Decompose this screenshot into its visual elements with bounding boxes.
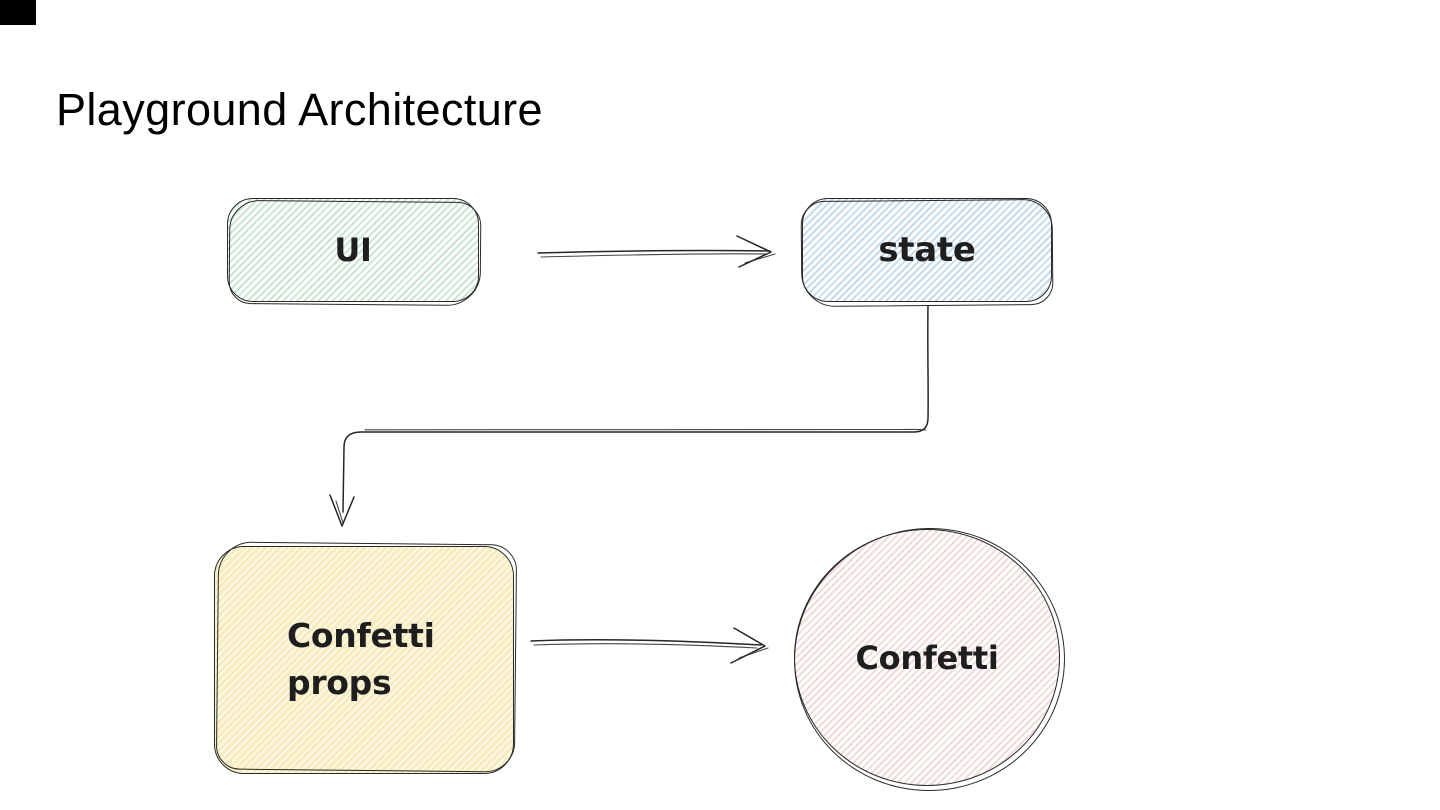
arrow-state-to-confetti-props[interactable] bbox=[329, 305, 929, 527]
screen-corner-artifact bbox=[0, 0, 36, 25]
page-title: Playground Architecture bbox=[56, 84, 543, 135]
arrow-confetti-props-to-confetti[interactable] bbox=[530, 627, 769, 664]
node-confetti-props-label: Confetti props bbox=[287, 616, 435, 702]
node-confetti[interactable]: Confetti bbox=[794, 529, 1060, 786]
node-confetti-label: Confetti bbox=[855, 638, 999, 677]
node-ui-label: UI bbox=[334, 231, 372, 269]
node-confetti-props[interactable]: Confetti props bbox=[214, 546, 514, 774]
node-state[interactable]: state bbox=[802, 198, 1052, 302]
arrow-ui-to-state[interactable] bbox=[537, 235, 776, 268]
node-state-label: state bbox=[878, 230, 976, 270]
node-ui[interactable]: UI bbox=[227, 198, 479, 302]
